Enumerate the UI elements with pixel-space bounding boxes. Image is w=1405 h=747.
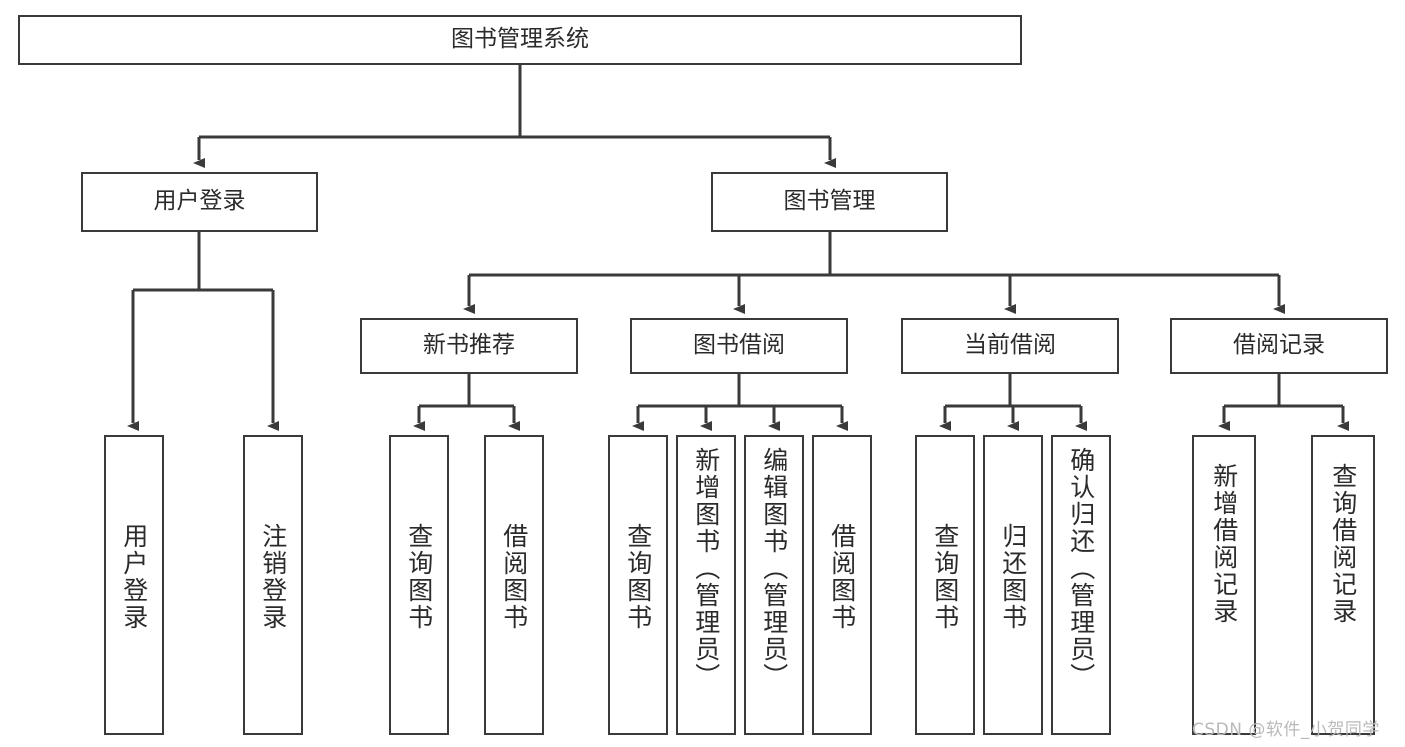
leaf-add-book-admin-label: 新增图书（管理员）: [691, 447, 721, 690]
leaf-edit-book-admin[interactable]: 编辑图书（管理员）: [744, 435, 804, 735]
leaf-query-book-recommend[interactable]: 查询图书: [389, 435, 449, 735]
leaf-confirm-return-admin[interactable]: 确认归还（管理员）: [1051, 435, 1111, 735]
leaf-borrow-book-label: 借阅图书: [827, 523, 857, 631]
leaf-return-book-label: 归还图书: [998, 523, 1028, 631]
node-borrow-record-label: 借阅记录: [1233, 332, 1325, 359]
leaf-add-borrow-record-label: 新增借阅记录: [1209, 463, 1239, 625]
node-root-label: 图书管理系统: [451, 26, 589, 53]
node-current-borrow[interactable]: 当前借阅: [901, 318, 1119, 374]
node-current-borrow-label: 当前借阅: [964, 332, 1056, 359]
node-root[interactable]: 图书管理系统: [18, 15, 1022, 65]
leaf-query-book-borrow[interactable]: 查询图书: [608, 435, 668, 735]
leaf-borrow-book[interactable]: 借阅图书: [812, 435, 872, 735]
node-book-borrow[interactable]: 图书借阅: [630, 318, 848, 374]
node-new-book-recommend[interactable]: 新书推荐: [360, 318, 578, 374]
node-borrow-record[interactable]: 借阅记录: [1170, 318, 1388, 374]
leaf-query-borrow-record[interactable]: 查询借阅记录: [1311, 435, 1375, 735]
node-book-management-label: 图书管理: [783, 188, 876, 215]
leaf-confirm-return-admin-label: 确认归还（管理员）: [1066, 447, 1096, 690]
leaf-add-borrow-record[interactable]: 新增借阅记录: [1192, 435, 1256, 735]
leaf-return-book[interactable]: 归还图书: [983, 435, 1043, 735]
leaf-query-borrow-record-label: 查询借阅记录: [1328, 463, 1358, 625]
leaf-user-login[interactable]: 用户登录: [104, 435, 164, 735]
leaf-logout[interactable]: 注销登录: [243, 435, 303, 735]
leaf-user-login-label: 用户登录: [119, 523, 149, 631]
node-user-login[interactable]: 用户登录: [81, 172, 318, 232]
csdn-watermark: CSDN @软件_小贺同学: [1192, 720, 1380, 740]
leaf-add-book-admin[interactable]: 新增图书（管理员）: [676, 435, 736, 735]
leaf-logout-label: 注销登录: [258, 523, 288, 631]
leaf-edit-book-admin-label: 编辑图书（管理员）: [759, 447, 789, 690]
node-new-book-recommend-label: 新书推荐: [423, 332, 515, 359]
leaf-borrow-book-recommend-label: 借阅图书: [499, 523, 529, 631]
leaf-borrow-book-recommend[interactable]: 借阅图书: [484, 435, 544, 735]
leaf-query-book-current[interactable]: 查询图书: [915, 435, 975, 735]
node-user-login-label: 用户登录: [153, 188, 246, 215]
leaf-query-book-recommend-label: 查询图书: [404, 523, 434, 631]
leaf-query-book-current-label: 查询图书: [930, 523, 960, 631]
leaf-query-book-borrow-label: 查询图书: [623, 523, 653, 631]
node-book-borrow-label: 图书借阅: [693, 332, 785, 359]
node-book-management[interactable]: 图书管理: [711, 172, 948, 232]
